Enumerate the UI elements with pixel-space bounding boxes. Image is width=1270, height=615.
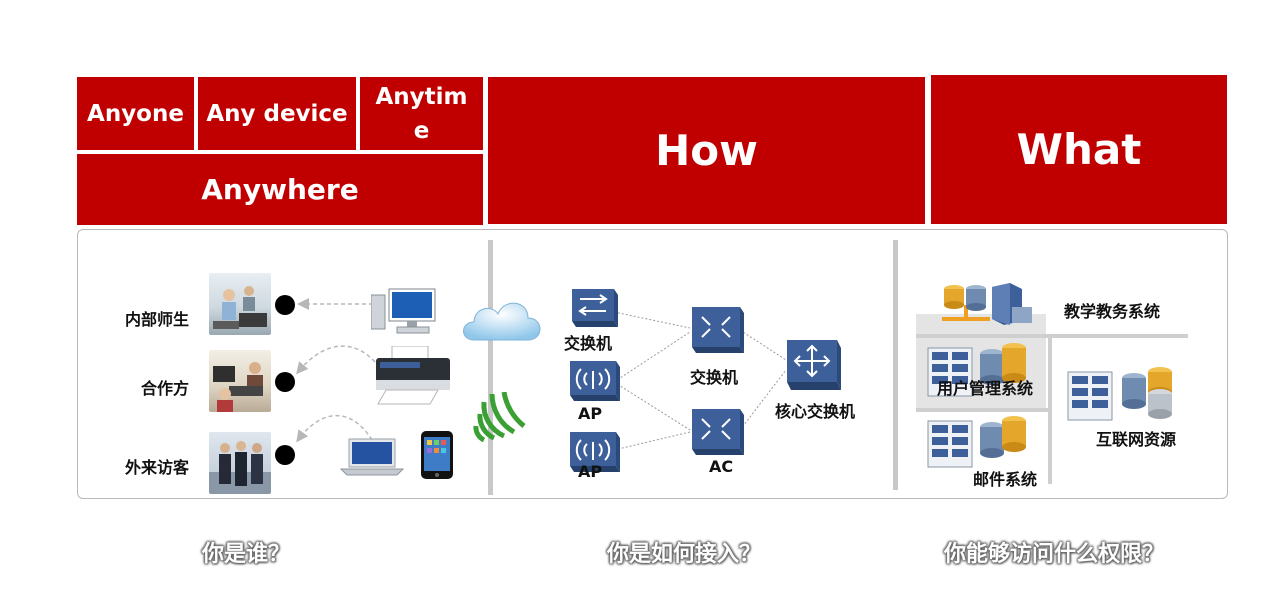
node-dot-visitor bbox=[275, 445, 295, 465]
who-label-partner: 合作方 bbox=[141, 379, 190, 398]
header-anywhere-label: Anywhere bbox=[201, 173, 359, 206]
how-label-switch-2: 交换机 bbox=[690, 368, 739, 387]
how-label-ap-2: AP bbox=[578, 462, 603, 481]
header-how: How bbox=[488, 77, 925, 224]
separator-left bbox=[488, 240, 493, 495]
server-icon-internet bbox=[1067, 367, 1172, 421]
question-what: 你能够访问什么权限？ bbox=[944, 542, 1165, 567]
node-dot-internal bbox=[275, 295, 295, 315]
server-icon-teaching bbox=[942, 283, 1032, 325]
node-dot-partner bbox=[275, 372, 295, 392]
laptop-icon bbox=[339, 438, 405, 476]
switch-icon-2 bbox=[692, 307, 744, 353]
access-point-icon-1 bbox=[570, 361, 620, 401]
header-anyone: Anyone bbox=[77, 77, 194, 150]
photo-visitors bbox=[209, 432, 271, 494]
server-icon-user-mgmt bbox=[927, 343, 1026, 397]
separator-right bbox=[893, 240, 898, 490]
network-links bbox=[613, 311, 787, 451]
header-anytime: Anytim e bbox=[360, 77, 483, 150]
header-any-device-label: Any device bbox=[206, 100, 348, 127]
question-who: 你是谁？ bbox=[202, 542, 291, 567]
header-anyone-label: Anyone bbox=[87, 100, 184, 127]
server-icon-mail bbox=[927, 416, 1026, 468]
header-anytime-label: Anytim e bbox=[375, 83, 468, 144]
printer-icon bbox=[376, 346, 450, 405]
question-how: 你是如何接入？ bbox=[607, 542, 762, 567]
smartphone-icon bbox=[421, 431, 453, 479]
wifi-signal-icon bbox=[473, 392, 526, 443]
how-label-switch-1: 交换机 bbox=[564, 334, 613, 353]
who-arrows bbox=[296, 298, 380, 443]
what-divider-v1 bbox=[1048, 334, 1052, 484]
header-what-label: What bbox=[1016, 125, 1142, 174]
header-any-device: Any device bbox=[198, 77, 356, 150]
how-label-ap-1: AP bbox=[578, 404, 603, 423]
photo-partners bbox=[209, 350, 271, 412]
who-label-visitor: 外来访客 bbox=[125, 458, 190, 477]
header-what: What bbox=[931, 75, 1227, 224]
what-label-user-mgmt: 用户管理系统 bbox=[936, 379, 1033, 398]
what-divider-h1 bbox=[916, 334, 1188, 338]
what-label-internet: 互联网资源 bbox=[1096, 430, 1177, 449]
desktop-computer-icon bbox=[371, 288, 436, 334]
what-divider-h2 bbox=[916, 408, 1048, 412]
access-controller-icon bbox=[692, 409, 744, 455]
switch-icon-1 bbox=[572, 289, 618, 327]
what-label-teaching: 教学教务系统 bbox=[1064, 302, 1161, 321]
cloud-icon bbox=[463, 302, 541, 341]
photo-internal-users bbox=[209, 273, 271, 335]
header-anywhere: Anywhere bbox=[77, 154, 483, 225]
how-label-ac: AC bbox=[709, 457, 734, 476]
header-how-label: How bbox=[655, 126, 758, 175]
access-point-icon-2 bbox=[570, 432, 620, 472]
core-switch-icon bbox=[787, 340, 841, 390]
how-label-core-switch: 核心交换机 bbox=[775, 402, 856, 421]
what-label-mail: 邮件系统 bbox=[973, 470, 1038, 489]
who-label-internal: 内部师生 bbox=[125, 310, 190, 329]
